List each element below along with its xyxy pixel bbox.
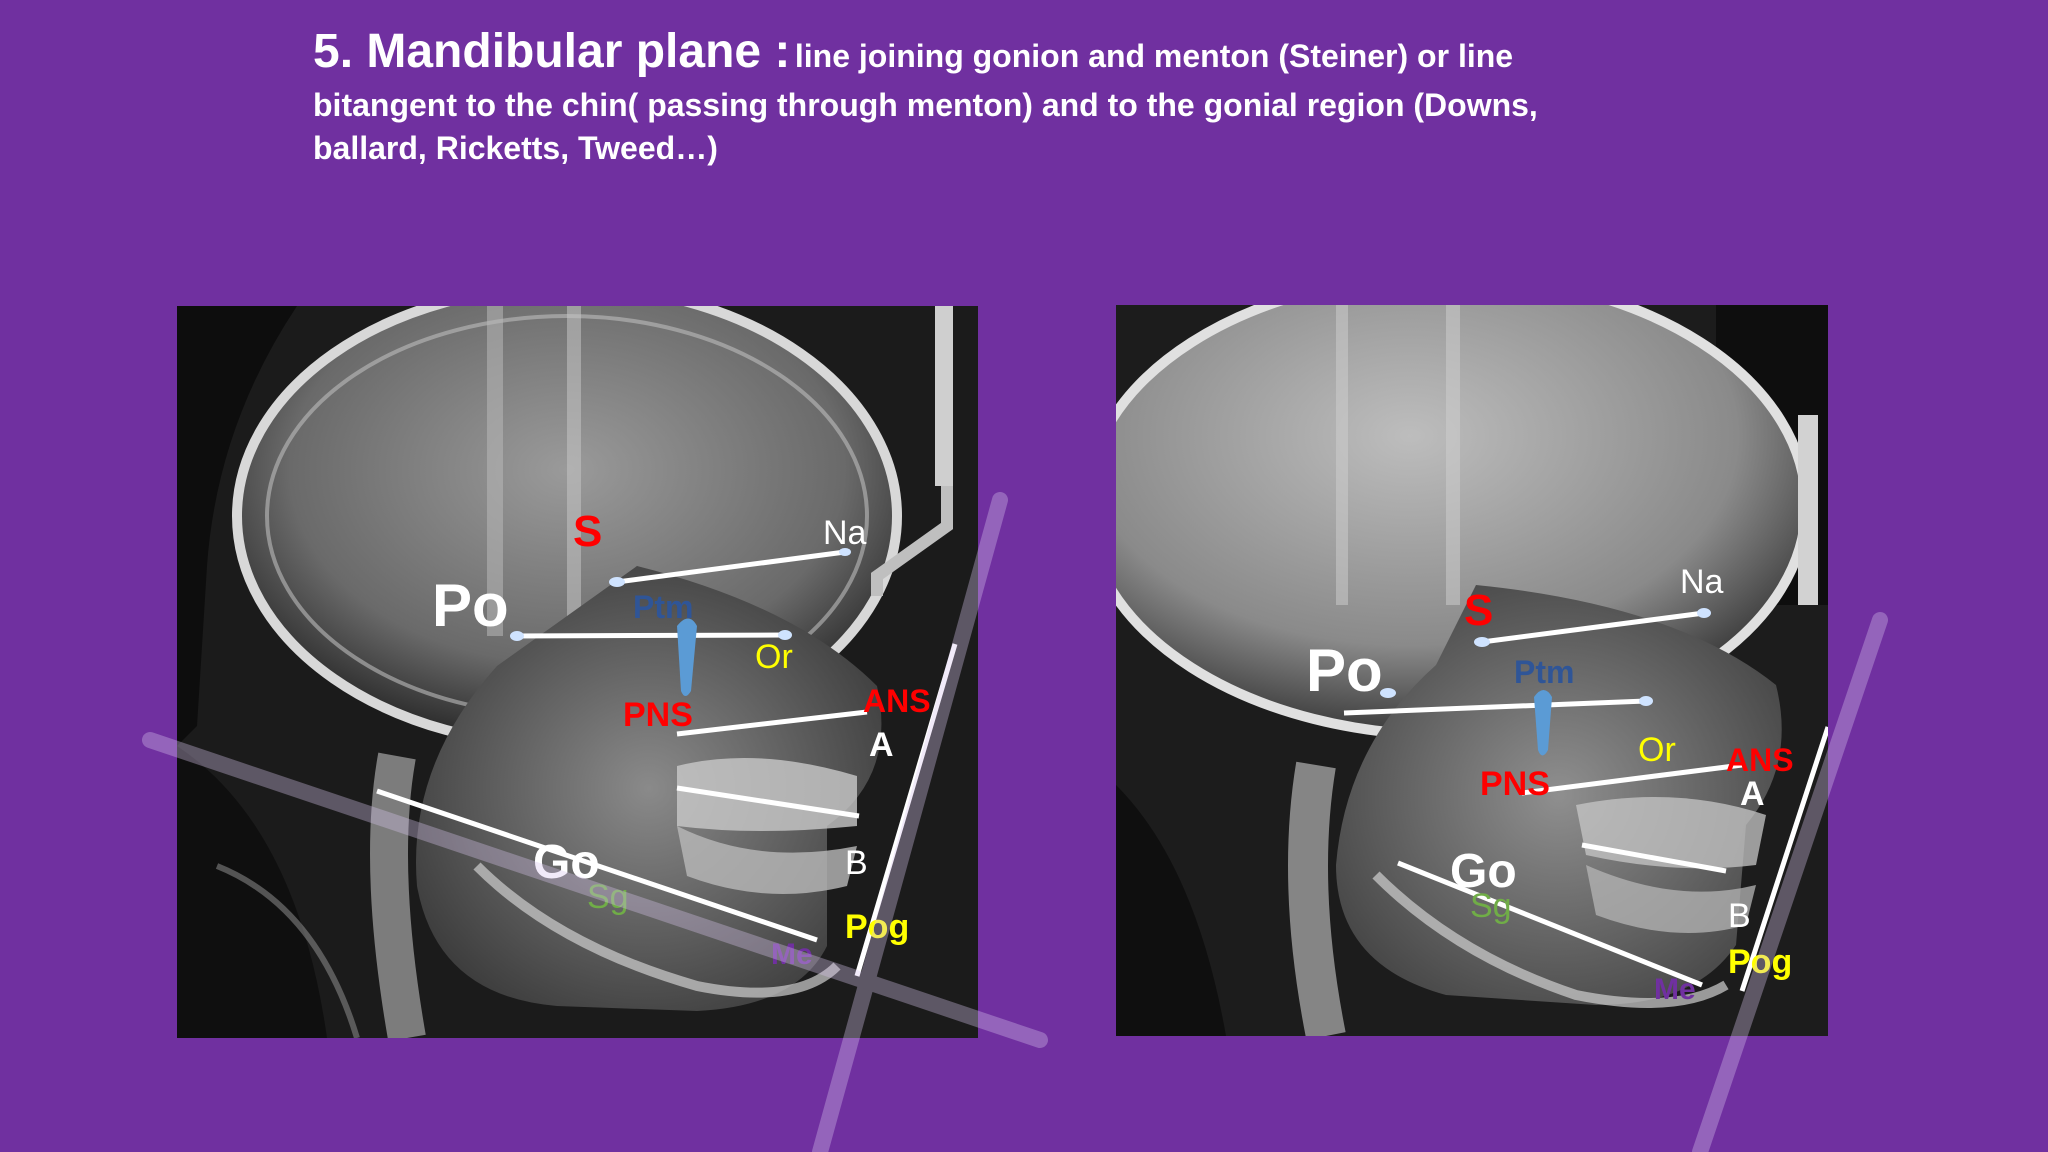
label-me: Me: [1654, 973, 1696, 1006]
label-pns: PNS: [623, 696, 693, 734]
mandible-outline: [473, 862, 841, 998]
label-ans: ANS: [863, 683, 931, 719]
label-pns: PNS: [1480, 765, 1550, 803]
ptm-teardrop: [677, 618, 697, 696]
lower-teeth: [677, 826, 857, 894]
nasion-point: [1697, 608, 1711, 618]
right-radiograph-drawing: S Na Po Ptm Or PNS ANS A Go Sg B Pog Me: [1116, 305, 1828, 1036]
title-line-2: bitangent to the chin( passing through m…: [313, 87, 1538, 123]
facial-line: [1739, 726, 1828, 992]
mandible-outline: [1372, 871, 1729, 1008]
ear-rod-1: [487, 306, 503, 636]
mandibular-plane-line: [376, 788, 818, 943]
label-ans: ANS: [1726, 742, 1794, 778]
slide-title: 5. Mandibular plane : line joining gonio…: [313, 28, 1743, 170]
lower-teeth: [1586, 865, 1756, 933]
frankfort-horizontal-line: [1343, 698, 1647, 716]
label-a: A: [869, 726, 894, 764]
ptm-teardrop: [1534, 690, 1552, 756]
label-s: S: [1464, 586, 1493, 635]
orbitale-point: [1639, 696, 1653, 706]
mandibular-plane-line: [1397, 860, 1703, 988]
left-radiograph-drawing: S Na Po Ptm Or PNS ANS A Go Sg B Pog Me: [177, 306, 978, 1038]
label-ptm: Ptm: [633, 589, 693, 625]
ear-rod-1: [1336, 305, 1348, 605]
palatal-plane-line: [676, 709, 868, 737]
label-na: Na: [1680, 563, 1724, 601]
label-b: B: [1728, 897, 1751, 935]
porion-point: [510, 631, 524, 641]
occlusal-plane-line: [1581, 842, 1727, 874]
left-cephalometric-radiograph: S Na Po Ptm Or PNS ANS A Go Sg B Pog Me: [177, 306, 978, 1038]
title-heading: 5. Mandibular plane :: [313, 25, 791, 78]
sn-line: [616, 549, 846, 585]
right-cephalometric-radiograph: S Na Po Ptm Or PNS ANS A Go Sg B Pog Me: [1116, 305, 1828, 1036]
label-or: Or: [755, 638, 793, 676]
title-definition: line joining gonion and menton (Steiner)…: [794, 38, 1514, 74]
porion-point: [1380, 688, 1396, 698]
title-line-3: ballard, Ricketts, Tweed…): [313, 130, 718, 166]
sella-point: [609, 577, 625, 587]
hair-shadow: [177, 306, 297, 746]
label-po: Po: [1306, 637, 1383, 704]
nasion-point: [839, 548, 851, 556]
label-sg: Sg: [587, 878, 629, 916]
label-po: Po: [432, 572, 509, 639]
facial-skeleton: [416, 566, 882, 1011]
sn-line: [1481, 610, 1705, 645]
label-pog: Pog: [845, 908, 909, 946]
ear-rod-2: [567, 306, 581, 636]
nasal-ruler: [935, 306, 953, 486]
cervical-spine: [370, 752, 426, 1038]
upper-teeth: [1576, 797, 1766, 869]
label-a: A: [1740, 775, 1765, 813]
facial-line: [854, 643, 958, 977]
sella-point: [1474, 637, 1490, 647]
orbitale-point: [778, 630, 792, 640]
label-me: Me: [771, 938, 813, 971]
label-na: Na: [823, 514, 867, 552]
nasal-ruler: [1798, 415, 1818, 605]
label-go: Go: [533, 836, 600, 889]
frankfort-horizontal-line: [510, 632, 786, 639]
label-s: S: [573, 507, 602, 556]
label-pog: Pog: [1728, 943, 1792, 981]
label-go: Go: [1450, 845, 1517, 898]
label-b: B: [845, 844, 868, 882]
label-ptm: Ptm: [1514, 654, 1574, 690]
label-or: Or: [1638, 731, 1676, 769]
ear-rod-2: [1446, 305, 1460, 605]
occlusal-plane-line: [676, 785, 860, 819]
label-sg: Sg: [1470, 887, 1512, 925]
palatal-plane-line: [1521, 762, 1743, 796]
cervical-spine: [1288, 761, 1346, 1036]
upper-teeth: [677, 758, 857, 831]
